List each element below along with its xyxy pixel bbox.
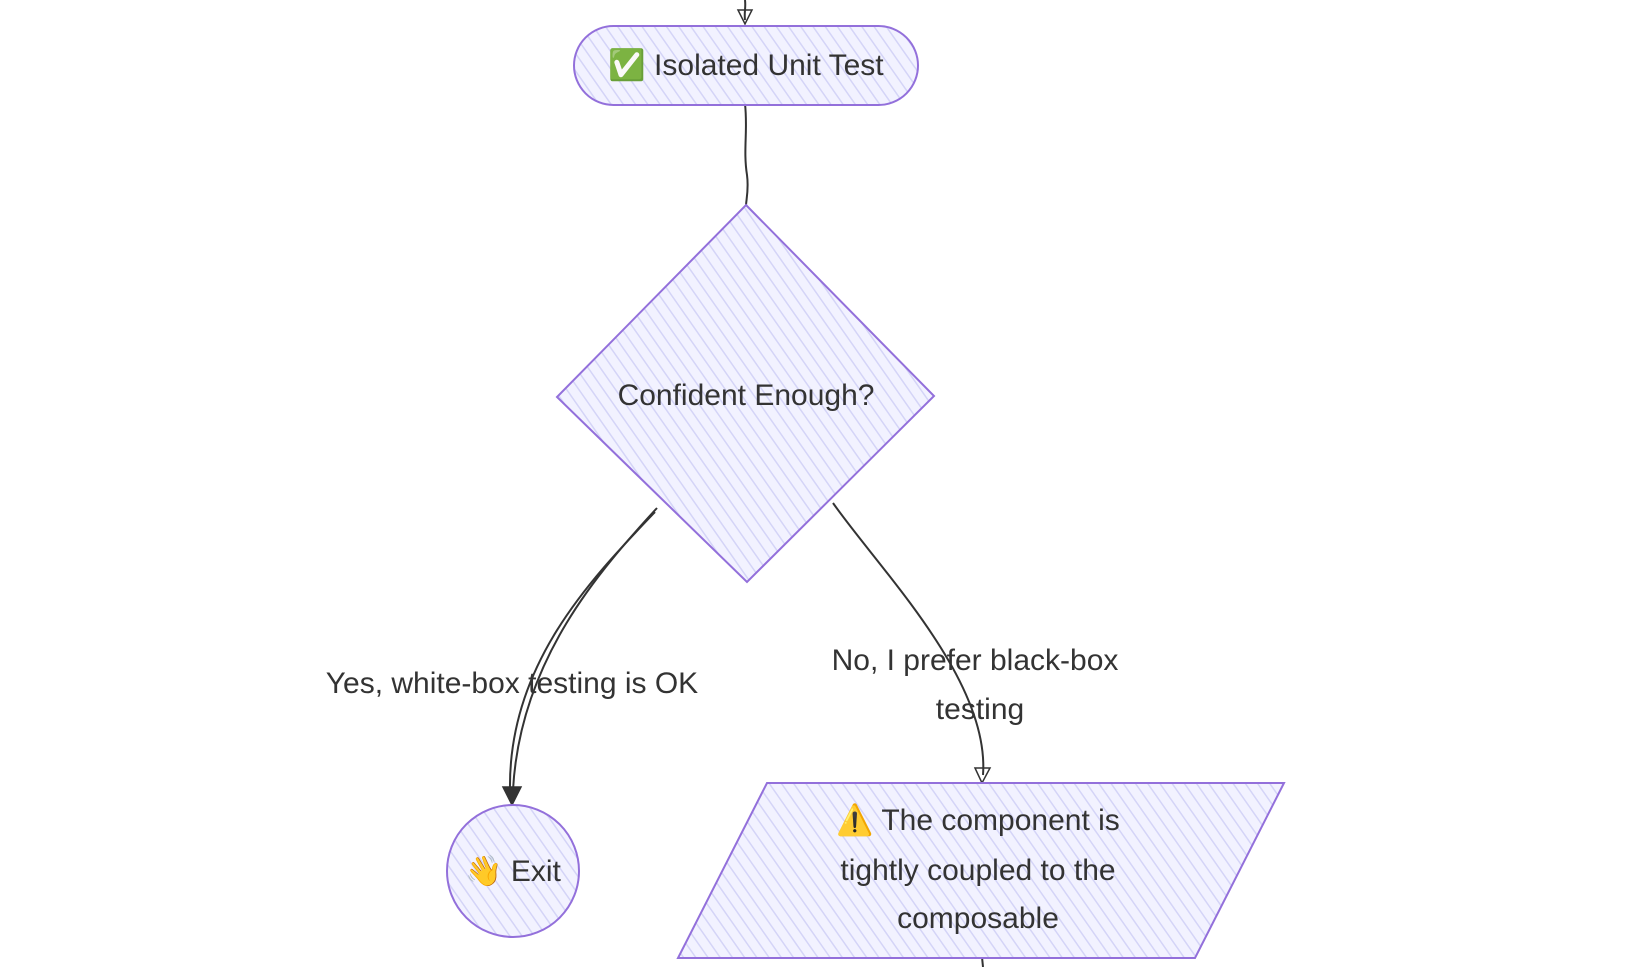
edge-label-yes: Yes, white-box testing is OK xyxy=(326,667,698,700)
edge-incoming xyxy=(736,0,754,26)
node-confident-enough[interactable]: Confident Enough? xyxy=(555,203,936,584)
node-label: ✅ Isolated Unit Test xyxy=(608,47,884,82)
node-label: Confident Enough? xyxy=(618,379,875,412)
edge-no xyxy=(832,502,992,785)
node-label: 👋 Exit xyxy=(465,854,561,889)
node-shape xyxy=(446,804,580,938)
node-tightly-coupled[interactable]: ⚠️ The component is tightly coupled to t… xyxy=(676,782,1286,959)
node-shape xyxy=(573,25,919,106)
edge-label-line-2: testing xyxy=(936,693,1024,726)
node-shape xyxy=(555,203,936,584)
arrowhead-icon xyxy=(736,9,754,26)
node-exit[interactable]: 👋 Exit xyxy=(446,804,580,938)
arrowhead-icon xyxy=(973,767,992,785)
edge-label: Yes, white-box testing is OK xyxy=(326,667,698,700)
node-shape xyxy=(676,782,1286,959)
node-label-line-3: composable xyxy=(897,902,1059,935)
node-label-line-2: tightly coupled to the xyxy=(840,854,1115,887)
edge-yes xyxy=(501,507,658,807)
edge-label-no: No, I prefer black-box testing xyxy=(832,644,1119,726)
edge-unit-test-to-decision xyxy=(744,103,749,207)
edge-label-line-1: No, I prefer black-box xyxy=(832,644,1119,677)
node-isolated-unit-test[interactable]: ✅ Isolated Unit Test xyxy=(573,25,919,106)
arrowhead-icon xyxy=(501,786,523,807)
node-label-line-1: ⚠️ The component is xyxy=(836,802,1120,837)
